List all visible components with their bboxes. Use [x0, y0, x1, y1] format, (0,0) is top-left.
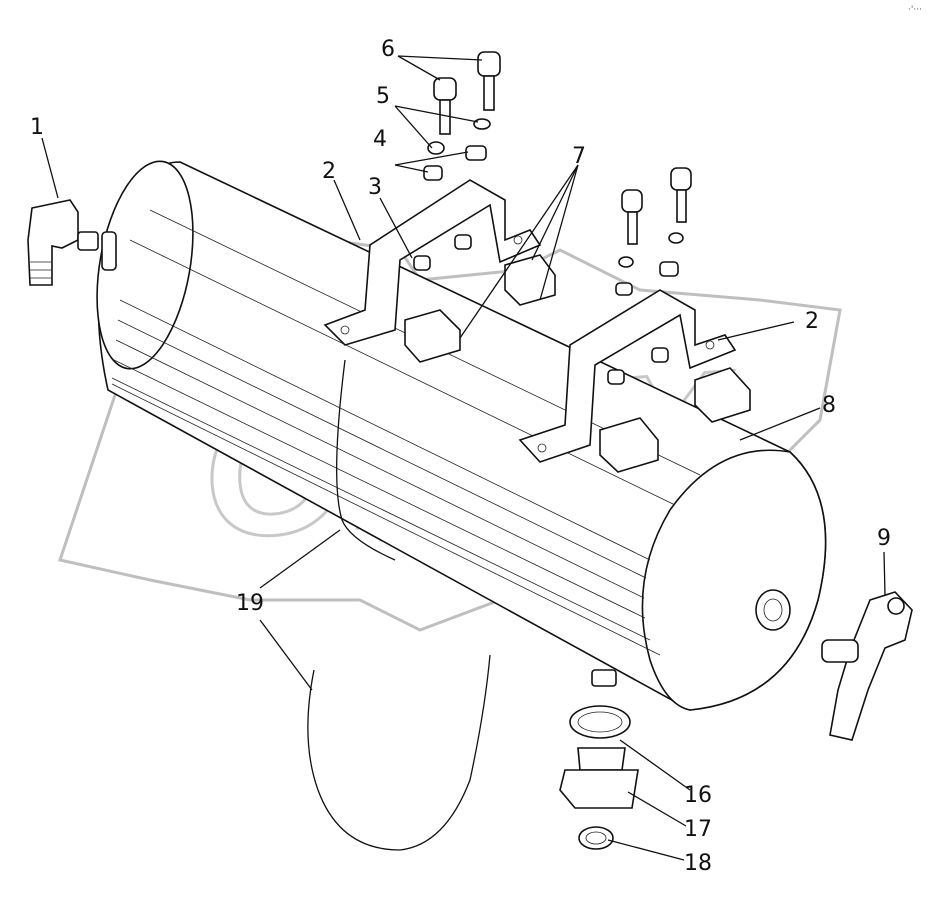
- callout-4: 4: [373, 127, 387, 152]
- callout-8: 8: [822, 393, 836, 418]
- callout-2-lower: 2: [805, 309, 819, 334]
- bolt: [433, 51, 692, 245]
- mounting-bracket-lower: [518, 289, 737, 463]
- callout-17: 17: [684, 817, 712, 842]
- nut: [413, 145, 679, 385]
- tank-strap: [307, 359, 491, 851]
- callout-labels: 1 2 2 3 4 5 6 7 8 9 16 17 18 19: [30, 37, 891, 876]
- drain-plug-assembly: [559, 705, 639, 850]
- mounting-bracket-upper: [323, 179, 542, 346]
- callout-18: 18: [684, 851, 712, 876]
- callout-5: 5: [376, 84, 390, 109]
- callout-16: 16: [684, 783, 712, 808]
- callout-9: 9: [877, 526, 891, 551]
- rubber-pad: [404, 254, 751, 473]
- callout-19: 19: [236, 591, 264, 616]
- tee-fitting: [821, 591, 913, 741]
- washer: [427, 118, 684, 268]
- callout-1: 1: [30, 115, 44, 140]
- callout-7: 7: [572, 144, 586, 169]
- callout-6: 6: [381, 37, 395, 62]
- leader-lines: [41, 55, 886, 861]
- callout-2-upper: 2: [322, 159, 336, 184]
- elbow-fitting: [27, 199, 99, 286]
- corner-mark: ·'···: [908, 5, 922, 15]
- air-receiver-tank: [96, 160, 827, 711]
- callout-3: 3: [368, 175, 382, 200]
